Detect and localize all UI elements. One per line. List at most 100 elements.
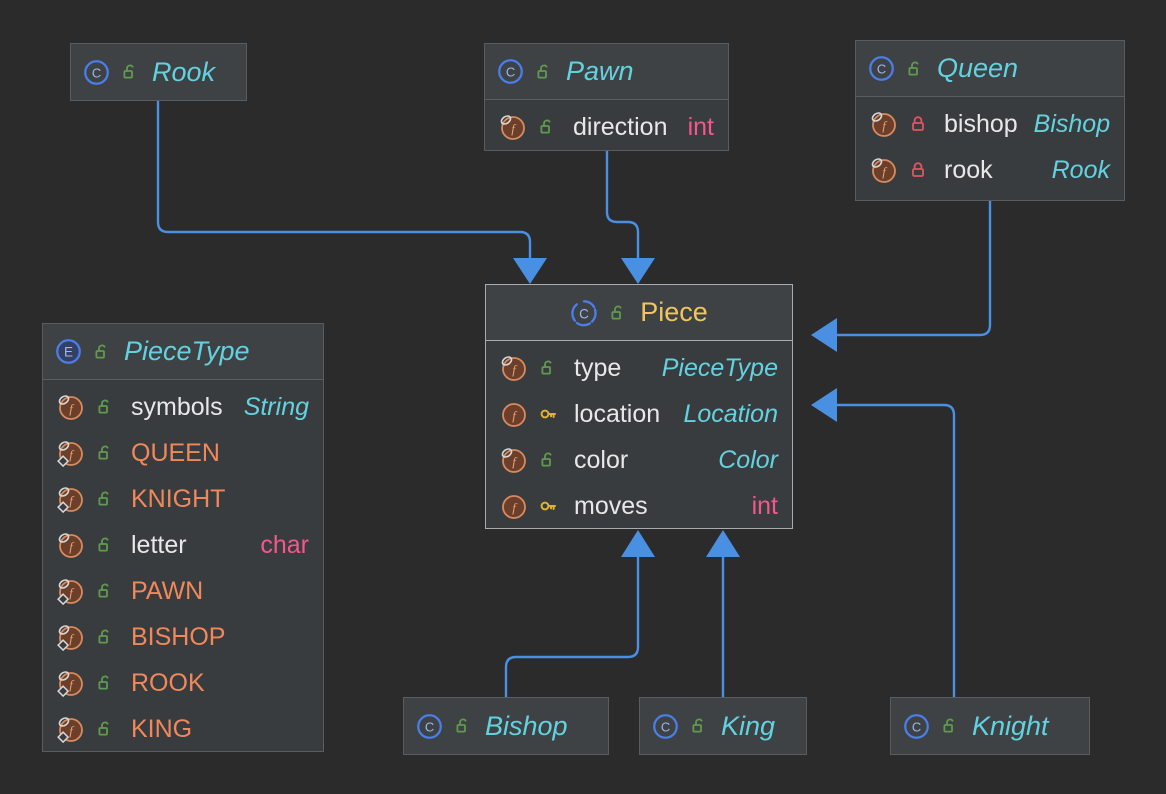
member-name: BISHOP (131, 622, 226, 651)
svg-text:C: C (92, 65, 101, 80)
unlocked-padlock-icon (905, 59, 925, 79)
class-node-queen[interactable]: C Queen f bishop Bishop (855, 40, 1125, 201)
svg-text:f: f (512, 408, 518, 423)
arrowhead-knight-piece (811, 388, 837, 422)
class-title: Piece (640, 297, 708, 327)
member-name: location (574, 399, 661, 428)
class-title: Knight (972, 710, 1049, 741)
class-node-piece[interactable]: C Piece f type PieceType (485, 284, 793, 529)
member-name: letter (131, 530, 187, 559)
field-final-icon: f (868, 155, 898, 185)
unlocked-padlock-icon (95, 489, 115, 509)
member-name: color (574, 445, 629, 474)
svg-text:f: f (512, 454, 518, 469)
svg-text:E: E (64, 345, 73, 360)
member-row[interactable]: f QUEEN (43, 430, 323, 476)
unlocked-padlock-icon (92, 342, 112, 362)
field-final-icon: f (55, 392, 85, 422)
unlocked-padlock-icon (120, 62, 140, 82)
svg-text:f: f (69, 447, 75, 462)
unlocked-padlock-icon (534, 62, 554, 82)
member-row[interactable]: f ROOK (43, 660, 323, 706)
member-row[interactable]: f KNIGHT (43, 476, 323, 522)
member-type: Location (683, 399, 778, 428)
member-row[interactable]: f color Color (486, 437, 792, 483)
member-name: direction (573, 112, 668, 141)
node-members: f type PieceType f location (486, 341, 792, 535)
member-type: String (243, 392, 309, 421)
member-name: bishop (944, 109, 1018, 138)
unlocked-padlock-icon (940, 716, 960, 736)
unlocked-padlock-icon (689, 716, 709, 736)
field-static-final-icon: f (55, 484, 85, 514)
field-final-icon: f (498, 353, 528, 383)
class-title: King (721, 710, 776, 741)
member-type: char (260, 530, 309, 559)
unlocked-padlock-icon (95, 443, 115, 463)
class-title: Bishop (485, 710, 568, 741)
svg-text:f: f (69, 723, 75, 738)
node-header: C Rook (71, 44, 246, 100)
member-row[interactable]: f PAWN (43, 568, 323, 614)
class-title: Pawn (566, 56, 634, 86)
member-type: Color (718, 445, 778, 474)
class-icon: C (83, 59, 110, 86)
member-row[interactable]: f type PieceType (486, 345, 792, 391)
member-name: type (574, 353, 622, 382)
field-static-final-icon: f (55, 438, 85, 468)
class-title: Rook (152, 56, 216, 87)
member-name: moves (574, 491, 648, 520)
class-node-king[interactable]: C King (639, 697, 807, 755)
node-header: C Bishop (404, 698, 608, 754)
node-header: C Queen (856, 41, 1124, 97)
member-name: rook (944, 155, 993, 184)
class-node-bishop[interactable]: C Bishop (403, 697, 609, 755)
arrowhead-pawn-piece (621, 258, 655, 284)
member-name: ROOK (131, 668, 205, 697)
member-row[interactable]: f location Location (486, 391, 792, 437)
member-row[interactable]: f moves int (486, 483, 792, 529)
arrowhead-rook-piece (513, 258, 547, 284)
field-static-final-icon: f (55, 576, 85, 606)
svg-text:f: f (69, 401, 75, 416)
field-icon: f (498, 399, 528, 429)
enum-node-piecetype[interactable]: E PieceType f symbols String (42, 323, 324, 752)
node-members: f symbols String f QUEEN (43, 380, 323, 758)
member-row[interactable]: f direction int (485, 104, 728, 150)
member-type: int (751, 491, 778, 520)
member-row[interactable]: f letter char (43, 522, 323, 568)
member-type: Bishop (1033, 109, 1111, 138)
abstract-class-icon: C (570, 299, 598, 327)
member-row[interactable]: f KING (43, 706, 323, 752)
node-header: C Knight (891, 698, 1089, 754)
member-row[interactable]: f bishop Bishop (856, 101, 1124, 147)
svg-text:f: f (69, 493, 75, 508)
enum-icon: E (55, 338, 82, 365)
member-row[interactable]: f BISHOP (43, 614, 323, 660)
member-type: PieceType (661, 353, 778, 382)
class-icon: C (903, 713, 930, 740)
member-name: KING (131, 714, 193, 743)
unlocked-padlock-icon (95, 673, 115, 693)
svg-text:f: f (69, 631, 75, 646)
unlocked-padlock-icon (95, 581, 115, 601)
class-node-pawn[interactable]: C Pawn f direction int (484, 43, 729, 151)
locked-padlock-icon (908, 114, 928, 134)
unlocked-padlock-icon (537, 117, 557, 137)
member-type: int (687, 112, 714, 141)
unlocked-padlock-icon (538, 450, 558, 470)
edge-rook-piece (156, 101, 532, 266)
unlocked-padlock-icon (95, 535, 115, 555)
edge-queen-piece (829, 201, 992, 337)
node-header: E PieceType (43, 324, 323, 380)
member-name: symbols (131, 392, 223, 421)
member-row[interactable]: f rook Rook (856, 147, 1124, 193)
svg-text:C: C (425, 719, 434, 734)
key-icon (538, 404, 558, 424)
field-static-final-icon: f (55, 714, 85, 744)
member-row[interactable]: f symbols String (43, 384, 323, 430)
class-node-knight[interactable]: C Knight (890, 697, 1090, 755)
svg-text:f: f (69, 585, 75, 600)
class-node-rook[interactable]: C Rook (70, 43, 247, 101)
